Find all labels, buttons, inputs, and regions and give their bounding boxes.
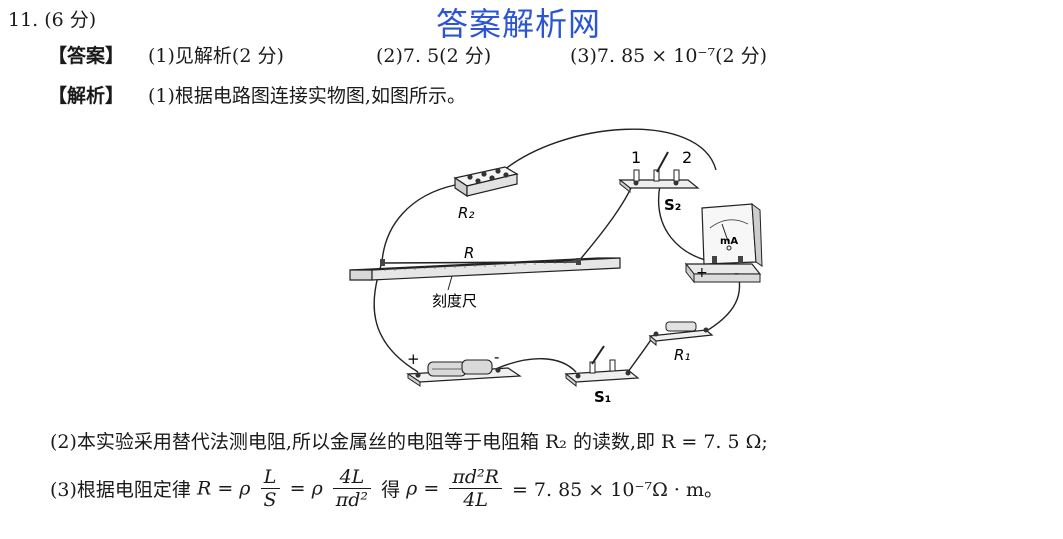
formula-prefix: (3)根据电阻定律 xyxy=(50,479,197,501)
label-s2: S₂ xyxy=(664,196,681,214)
milliammeter xyxy=(684,202,763,284)
answer-label: 【答案】 xyxy=(48,45,125,67)
answer-part-1: (1)见解析(2 分) xyxy=(148,45,284,67)
label-meter-minus: - xyxy=(734,266,739,282)
answer-part-2: (2)7. 5(2 分) xyxy=(376,45,492,67)
formula-result: = 7. 85 × 10⁻⁷Ω · m。 xyxy=(511,479,723,501)
switch-s2 xyxy=(618,151,700,194)
formula-eq-3: = xyxy=(423,477,446,500)
analysis-label: 【解析】 xyxy=(48,85,125,107)
label-meter-plus: + xyxy=(696,265,708,281)
fraction-l-over-s: L S xyxy=(260,466,280,511)
formula-R: R xyxy=(196,477,212,500)
label-meter-ma: mA xyxy=(720,236,738,247)
switch-s1 xyxy=(564,345,640,388)
ruler-with-wire xyxy=(349,257,621,281)
fraction-numerator: πd²R xyxy=(449,466,502,489)
fraction-numerator: 4L xyxy=(332,466,372,489)
label-switch-1: 1 xyxy=(631,148,641,167)
fraction-denominator: 4L xyxy=(463,489,488,511)
label-battery-plus: + xyxy=(407,350,420,368)
question-number: 11. (6 分) xyxy=(8,9,97,31)
resistance-box-r2 xyxy=(453,166,519,198)
wire xyxy=(497,128,717,176)
answer-part-3: (3)7. 85 × 10⁻⁷(2 分) xyxy=(570,45,768,67)
formula-eq-2: = xyxy=(289,477,312,500)
formula-de: 得 xyxy=(381,479,407,501)
watermark: 答案解析网 xyxy=(436,5,602,43)
formula-rho-3: ρ xyxy=(406,477,418,500)
label-r: R xyxy=(464,244,474,262)
wire xyxy=(381,184,456,263)
formula-rho-1: ρ xyxy=(239,477,251,500)
rheostat-r1 xyxy=(648,321,714,347)
fraction-denominator: πd² xyxy=(335,489,369,511)
battery xyxy=(406,359,522,387)
formula-line: (3)根据电阻定律 R = ρ L S = ρ 4L πd² 得 ρ = πd²… xyxy=(50,466,723,511)
fraction-4l-over-pid2: 4L πd² xyxy=(332,466,372,511)
fraction-numerator: L xyxy=(260,466,280,489)
label-r2: R₂ xyxy=(458,204,474,222)
analysis-line-1: (1)根据电路图连接实物图,如图所示。 xyxy=(148,85,466,107)
wire xyxy=(497,358,577,373)
label-switch-2: 2 xyxy=(682,148,692,167)
label-battery-minus: - xyxy=(494,348,499,366)
formula-eq-1: = xyxy=(217,477,240,500)
formula-rho-2: ρ xyxy=(311,477,323,500)
fraction-pid2r-over-4l: πd²R 4L xyxy=(449,466,502,511)
label-r1: R₁ xyxy=(674,346,690,364)
label-s1: S₁ xyxy=(594,388,611,406)
analysis-line-2: (2)本实验采用替代法测电阻,所以金属丝的电阻等于电阻箱 R₂ 的读数,即 R … xyxy=(50,431,768,453)
fraction-denominator: S xyxy=(263,489,277,511)
label-ruler: 刻度尺 xyxy=(432,292,477,310)
wire xyxy=(657,184,714,263)
